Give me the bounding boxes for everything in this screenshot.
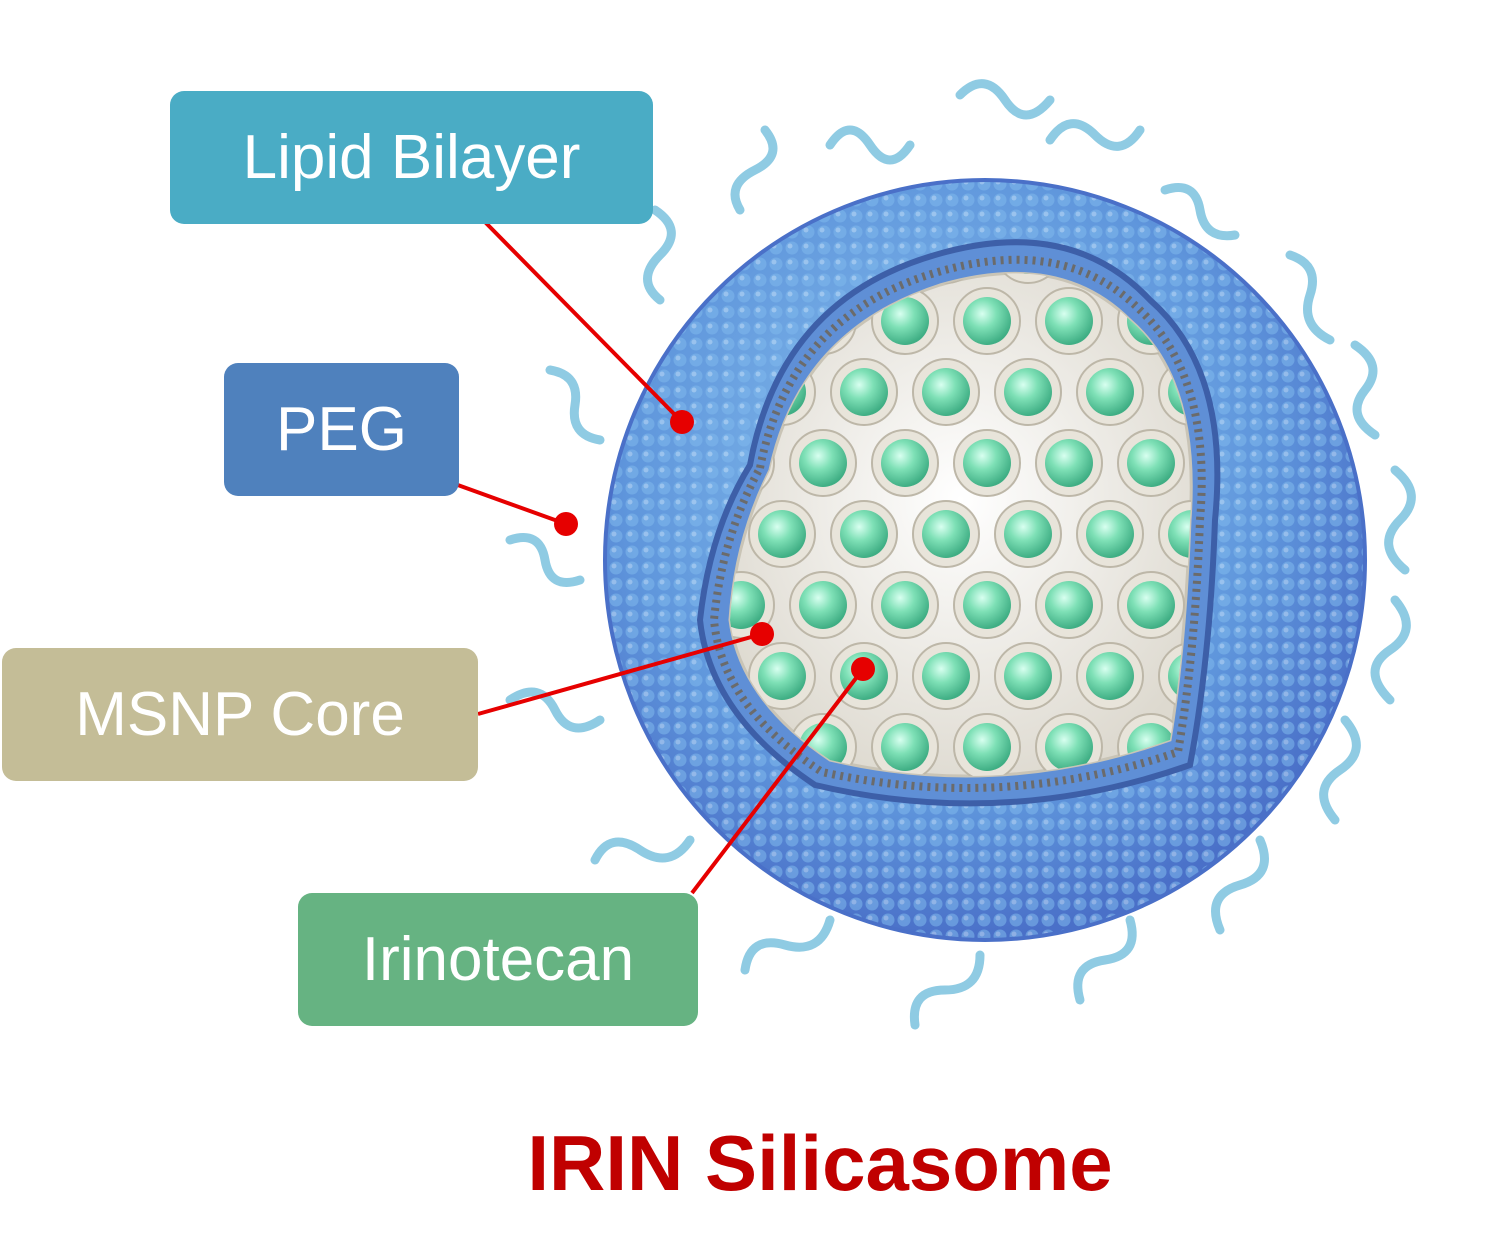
drug-sphere [1004, 510, 1052, 558]
drug-sphere [676, 226, 724, 274]
drug-sphere [922, 368, 970, 416]
leader-dot-irinotecan [851, 657, 875, 681]
drug-sphere [1045, 723, 1093, 771]
drug-sphere [1168, 510, 1192, 558]
pore [1241, 217, 1307, 283]
leader-dot-lipid-bilayer [670, 410, 694, 434]
drug-sphere [881, 581, 929, 629]
drug-sphere [1086, 510, 1134, 558]
drug-sphere [758, 652, 806, 700]
drug-sphere [730, 581, 765, 629]
leader-lines [454, 220, 865, 895]
drug-sphere [963, 581, 1011, 629]
leader-line-msnp-core [477, 632, 763, 716]
drug-sphere [922, 510, 970, 558]
drug-sphere [963, 297, 1011, 345]
leader-line-peg [454, 482, 567, 526]
drug-sphere [799, 581, 847, 629]
drug-sphere [1004, 368, 1052, 416]
lipid-bilayer-label: Lipid Bilayer [170, 91, 653, 224]
drug-sphere [881, 439, 929, 487]
drug-sphere [1127, 439, 1175, 487]
leader-dot-msnp-core [750, 622, 774, 646]
peg-label: PEG [224, 363, 459, 496]
pore [730, 273, 734, 284]
irinotecan-label: Irinotecan [298, 893, 698, 1026]
leader-line-irinotecan [690, 667, 865, 895]
drug-sphere [1045, 297, 1093, 345]
drug-sphere [1086, 652, 1134, 700]
drug-sphere [1045, 439, 1093, 487]
drug-sphere [881, 723, 929, 771]
msnp-core-label: MSNP Core [2, 648, 478, 781]
drug-sphere [922, 652, 970, 700]
drug-sphere [1127, 581, 1175, 629]
drug-sphere [1045, 581, 1093, 629]
drug-sphere [963, 439, 1011, 487]
drug-sphere [799, 439, 847, 487]
drug-sphere [1086, 368, 1134, 416]
drug-sphere [840, 510, 888, 558]
leader-dots [554, 410, 875, 681]
drug-sphere [758, 510, 806, 558]
leader-line-lipid-bilayer [483, 220, 684, 424]
drug-sphere [1250, 226, 1298, 274]
drug-sphere [963, 723, 1011, 771]
diagram-caption: IRIN Silicasome [527, 1119, 1113, 1207]
leader-dot-peg [554, 512, 578, 536]
pore [994, 273, 1062, 284]
peg-chains [505, 79, 1416, 1030]
drug-sphere [881, 297, 929, 345]
drug-sphere [1004, 652, 1052, 700]
drug-sphere [840, 368, 888, 416]
